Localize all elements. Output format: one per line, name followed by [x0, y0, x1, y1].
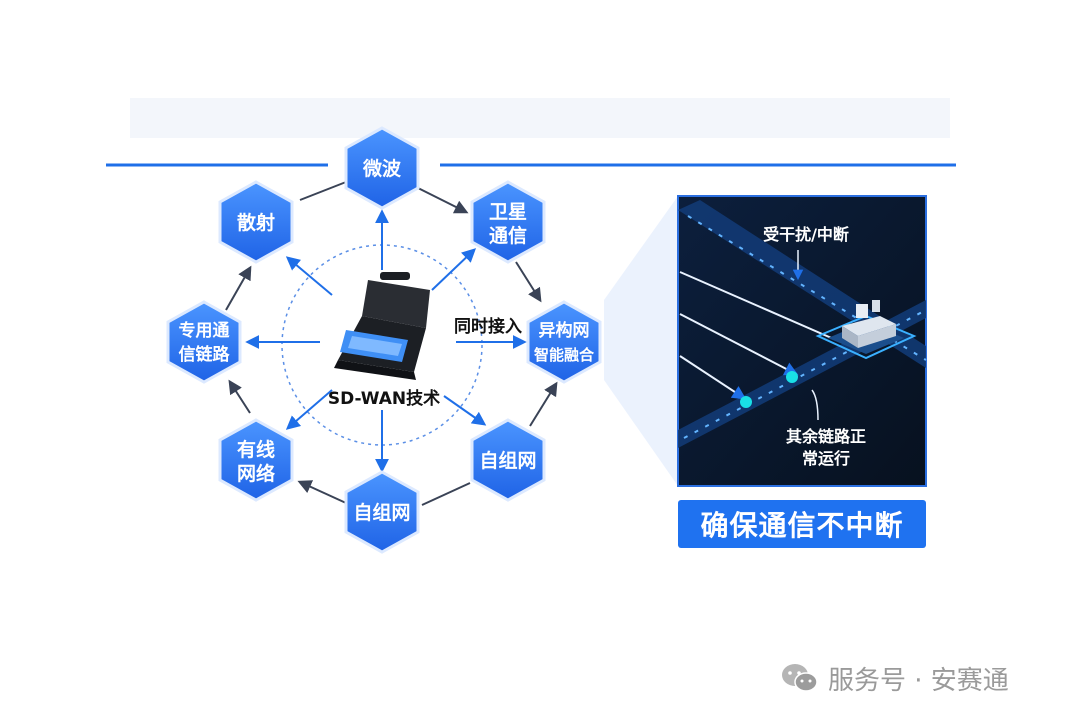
node-label-youxian-1: 有线 — [237, 438, 275, 461]
panel-label-others-2: 常运行 — [802, 449, 850, 468]
panel-label-interference: 受干扰/中断 — [763, 225, 849, 244]
pointer-others — [811, 389, 819, 421]
ring-arrow-weixing-yigou — [515, 261, 542, 303]
ring-arrow-youxian-zhuanyong — [228, 379, 251, 414]
flow-line-2 — [679, 313, 799, 376]
node-label-weixing-1: 卫星 — [489, 201, 527, 223]
ring-connectors — [225, 181, 558, 506]
hex-node-sanshe: 散射 — [218, 180, 294, 264]
flow-line-3 — [679, 355, 747, 400]
node-label-youxian-2: 网络 — [237, 462, 275, 485]
watermark: 服务号 · 安赛通 — [780, 658, 1009, 698]
flow-lines — [679, 271, 837, 400]
node-label-sanshe: 散射 — [237, 211, 275, 234]
node-label-zizu-right: 自组网 — [479, 449, 536, 472]
arrow-to-youxian — [285, 389, 333, 430]
arrow-to-weixing — [431, 248, 477, 291]
node-label-zizu-bottom: 自组网 — [353, 501, 410, 524]
arrow-to-sanshe — [285, 256, 333, 296]
ring-line-zizu-bottom — [421, 482, 471, 506]
hex-node-weibo: 微波 — [344, 126, 420, 210]
ring-arrow-zhuanyong-sanshe — [225, 265, 252, 311]
wechat-icon — [782, 664, 818, 692]
access-label: 同时接入 — [454, 316, 522, 337]
node-label-zhuanyong-1: 专用通 — [179, 320, 230, 341]
hex-node-youxian: 有线 网络 — [218, 418, 294, 502]
node-label-weixing-2: 通信 — [489, 224, 527, 247]
node-label-weibo: 微波 — [362, 157, 402, 180]
hex-node-zizu-right: 自组网 — [470, 418, 546, 502]
node-dot-2 — [740, 396, 752, 408]
ring-arrow-weibo-weixing — [417, 187, 469, 214]
arrow-to-zizu-right — [443, 395, 487, 426]
ring-line-sanshe-weibo — [299, 181, 347, 201]
hex-node-zizu-bottom: 自组网 — [344, 470, 420, 554]
server-icon — [815, 300, 917, 360]
title-banner: 确保通信不中断 — [678, 500, 926, 548]
node-label-yigou-1: 异构网 — [539, 320, 590, 341]
projection-cone — [604, 196, 678, 486]
node-label-zhuanyong-2: 信链路 — [179, 344, 231, 365]
ring-arrow-zizu-youxian — [297, 480, 347, 504]
watermark-text: 服务号 · 安赛通 — [828, 665, 1009, 696]
flow-line-1 — [679, 271, 837, 341]
hex-node-zhuanyong: 专用通 信链路 — [166, 300, 242, 384]
briefcase-device-icon — [334, 272, 430, 380]
interference-panel: 受干扰/中断 其余链路正 常运行 — [677, 195, 927, 487]
header-backdrop — [130, 98, 950, 138]
node-dot-1 — [786, 371, 798, 383]
center-label: SD-WAN技术 — [328, 388, 440, 409]
node-label-yigou-2: 智能融合 — [534, 346, 595, 364]
hex-node-weixing: 卫星 通信 — [470, 180, 546, 264]
radial-arrows — [245, 209, 527, 473]
panel-label-others-1: 其余链路正 — [786, 427, 866, 446]
hex-node-yigou: 异构网 智能融合 — [526, 300, 602, 384]
ring-arrow-zizu-yigou — [529, 381, 558, 427]
